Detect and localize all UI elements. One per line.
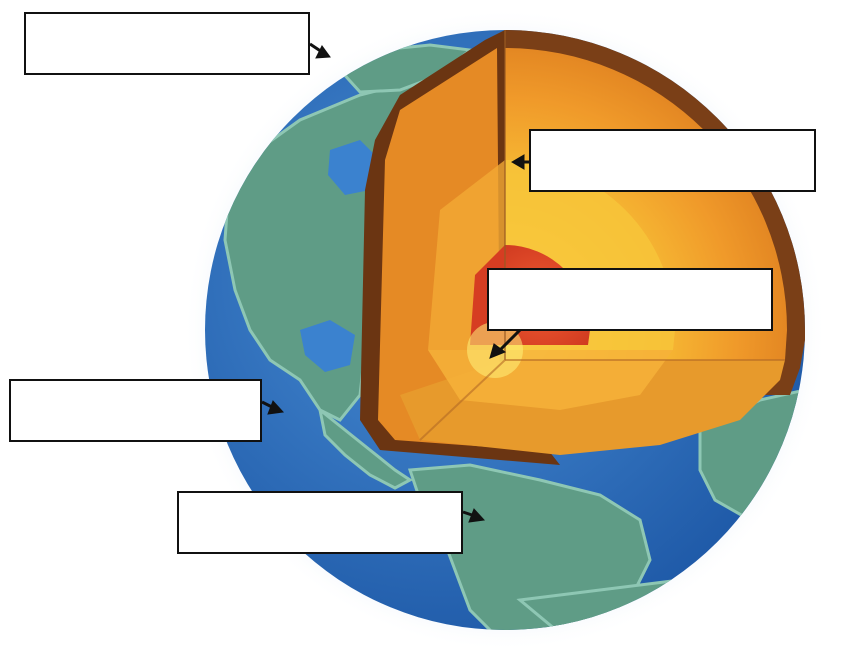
blank-label-box-2[interactable] <box>529 129 816 192</box>
blank-label-box-4[interactable] <box>9 379 262 442</box>
blank-label-box-1[interactable] <box>24 12 310 75</box>
blank-label-box-3[interactable] <box>487 268 773 331</box>
arrow-to-atmosphere <box>310 44 330 58</box>
blank-label-box-5[interactable] <box>177 491 463 554</box>
earth-cross-section <box>360 30 805 465</box>
